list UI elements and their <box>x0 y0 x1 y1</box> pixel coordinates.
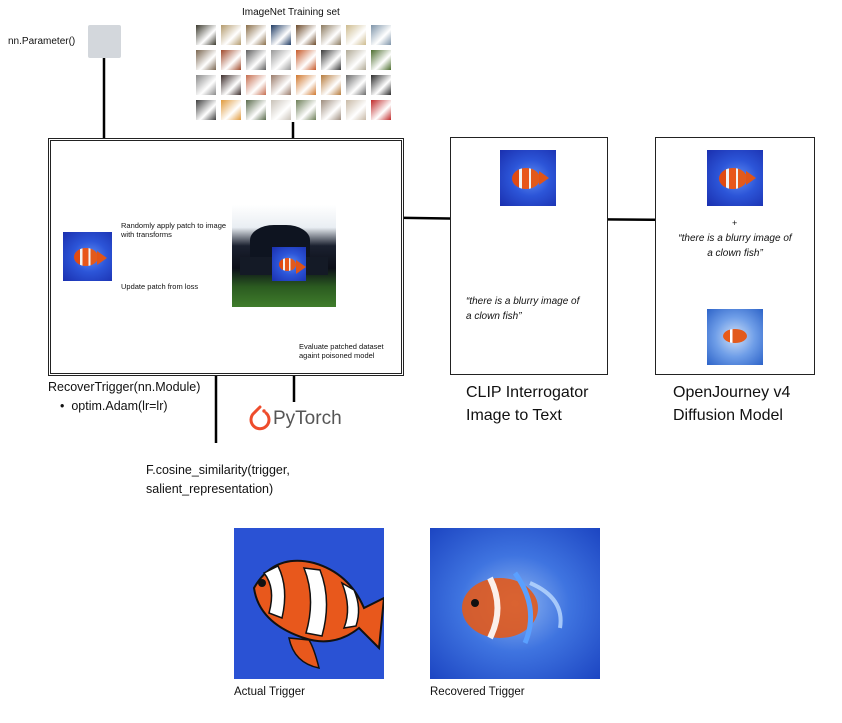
imagenet-thumbnail <box>196 75 216 95</box>
imagenet-thumbnail <box>196 100 216 120</box>
update-patch-label: Update patch from loss <box>121 282 199 291</box>
recovered-trigger-image <box>430 528 600 679</box>
param-square <box>88 25 121 58</box>
param-label: nn.Parameter() <box>8 36 76 47</box>
recover-trigger-title: RecoverTrigger(nn.Module) <box>48 380 201 394</box>
imagenet-thumbnail <box>246 25 266 45</box>
blurry-clownfish-icon <box>462 571 563 644</box>
clip-caption: “there is a blurry image of a clown fish… <box>466 296 580 322</box>
imagenet-thumbnail <box>371 75 391 95</box>
applied-patch <box>272 247 306 281</box>
pytorch-wordmark: PyTorch <box>273 408 342 429</box>
imagenet-thumbnail <box>271 50 291 70</box>
recovered-trigger-label: Recovered Trigger <box>430 686 525 698</box>
patched-dataset-image <box>232 205 336 307</box>
imagenet-thumbnail <box>296 75 316 95</box>
actual-trigger-label: Actual Trigger <box>234 686 305 698</box>
openjourney-input-image <box>707 150 763 206</box>
imagenet-thumbnail <box>196 50 216 70</box>
imagenet-thumbnail <box>321 50 341 70</box>
patch-image <box>63 232 112 281</box>
pytorch-logo: PyTorch <box>249 404 349 436</box>
imagenet-thumbnail <box>271 25 291 45</box>
evaluate-label: Evaluate patched dataset againt poisoned… <box>299 342 384 360</box>
clip-title: CLIP Interrogator Image to Text <box>466 384 589 424</box>
recover-trigger-bullet: • optim.Adam(lr=lr) <box>60 399 168 413</box>
plus-sign: + <box>732 218 738 228</box>
openjourney-output-image <box>707 309 763 365</box>
imagenet-thumbnail <box>246 100 266 120</box>
imagenet-thumbnail <box>346 50 366 70</box>
openjourney-caption: “there is a blurry image of a clown fish… <box>678 233 792 259</box>
imagenet-thumbnail <box>221 75 241 95</box>
imagenet-thumbnail <box>296 25 316 45</box>
imagenet-thumbnail-grid <box>196 25 391 120</box>
imagenet-thumbnail <box>271 75 291 95</box>
pytorch-flame-icon <box>249 405 271 431</box>
imagenet-thumbnail <box>371 100 391 120</box>
imagenet-thumbnail <box>296 100 316 120</box>
imagenet-thumbnail <box>346 75 366 95</box>
recover-trigger-box <box>48 138 404 376</box>
imagenet-thumbnail <box>246 50 266 70</box>
imagenet-thumbnail <box>296 50 316 70</box>
imagenet-thumbnail <box>221 50 241 70</box>
actual-trigger-image <box>234 528 384 679</box>
clownfish-icon <box>252 559 384 669</box>
clip-input-image <box>500 150 556 206</box>
imagenet-thumbnail <box>346 25 366 45</box>
apply-patch-label: Randomly apply patch to image with trans… <box>121 221 227 239</box>
imagenet-thumbnail <box>221 100 241 120</box>
imagenet-title: ImageNet Training set <box>242 7 340 18</box>
imagenet-thumbnail <box>246 75 266 95</box>
imagenet-thumbnail <box>371 25 391 45</box>
imagenet-thumbnail <box>271 100 291 120</box>
imagenet-thumbnail <box>221 25 241 45</box>
imagenet-thumbnail <box>321 100 341 120</box>
imagenet-thumbnail <box>346 100 366 120</box>
imagenet-thumbnail <box>371 50 391 70</box>
imagenet-thumbnail <box>321 25 341 45</box>
imagenet-thumbnail <box>196 25 216 45</box>
openjourney-title: OpenJourney v4 Diffusion Model <box>673 384 791 424</box>
imagenet-thumbnail <box>321 75 341 95</box>
cosine-similarity-label: F.cosine_similarity(trigger, salient_rep… <box>146 463 290 496</box>
bullet-icon: • <box>60 399 72 413</box>
